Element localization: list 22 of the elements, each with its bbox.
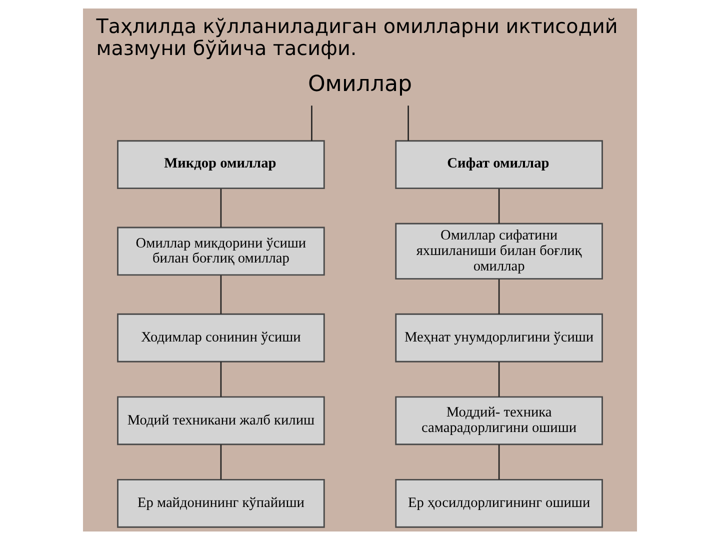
connector (498, 444, 500, 480)
node-box: Микдор омиллар (117, 140, 325, 190)
connector (498, 279, 500, 314)
node-box: Моддий- техника самарадорлигини ошиши (395, 396, 603, 446)
connector (220, 188, 222, 228)
diagram-title: Таҳлилда кўлланиладиган омилларни иктисодий мазмуни бўйича тасифи. (96, 15, 618, 60)
node-box: Ер ҳосилдорлигининг ошиши (395, 478, 603, 528)
connector (220, 275, 222, 314)
node-box: Модий техникани жалб килиш (117, 396, 325, 446)
node-box: Омиллар микдорини ўсиши билан боғлиқ омиллар (117, 226, 325, 276)
node-box: Ходимлар сонинин ўсиши (117, 313, 325, 362)
connector (220, 444, 222, 480)
node-box: Ер майдонининг кўпайиши (117, 478, 325, 528)
node-box: Омиллар сифатини яхшиланиши билан боғлиқ омиллар (395, 222, 603, 280)
connector (311, 106, 312, 141)
connector (498, 188, 500, 224)
connector (408, 106, 409, 141)
node-text: Омиллар (308, 72, 412, 98)
node-box: Сифат омиллар (395, 140, 603, 190)
connector (220, 362, 222, 397)
connector (498, 362, 500, 397)
node-box: Меҳнат унумдорлигини ўсиши (395, 313, 603, 362)
